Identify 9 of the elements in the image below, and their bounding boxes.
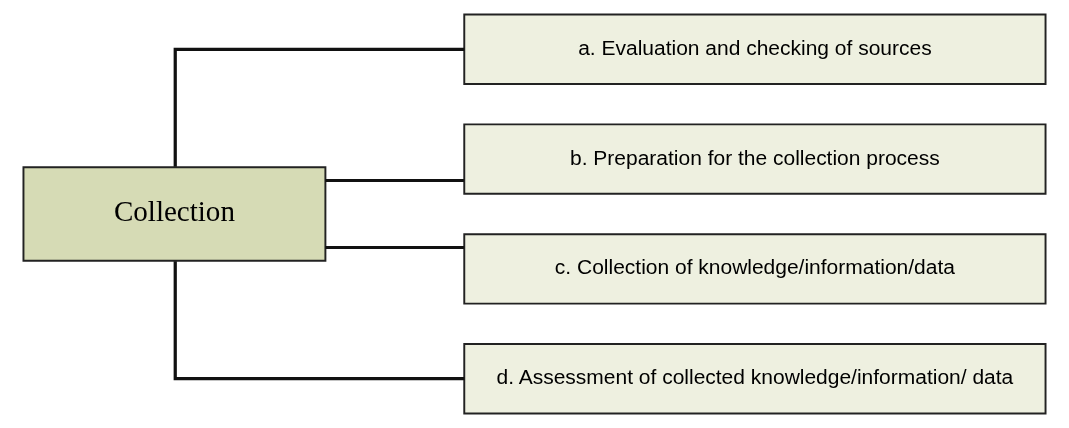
connector (325, 178, 464, 183)
node-box: b. Preparation for the collection process (463, 123, 1047, 195)
connector (173, 47, 465, 167)
node-box: c. Collection of knowledge/information/data (463, 233, 1047, 305)
connector (325, 245, 464, 250)
connector (173, 261, 465, 381)
node-box: d. Assessment of collected knowledge/information/ data (463, 343, 1047, 415)
node-box: a. Evaluation and checking of sources (463, 13, 1047, 85)
node-box: Collection (22, 166, 327, 262)
